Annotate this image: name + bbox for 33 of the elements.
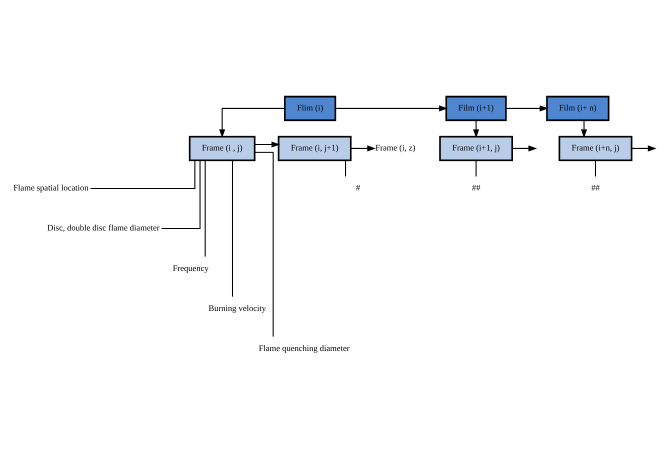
node-box: Film (i+1)	[445, 96, 507, 122]
node-box: Film (i+ n)	[546, 96, 610, 122]
connector	[345, 160, 346, 176]
arrow	[219, 108, 285, 138]
arrow	[350, 145, 376, 152]
node-text: Flame spatial location	[13, 182, 89, 193]
connector	[162, 160, 201, 230]
arrow	[632, 145, 656, 152]
connector	[254, 152, 274, 337]
node-box: Frame (i+1, j)	[439, 136, 513, 162]
node-text: Flame quenching diameter	[258, 342, 350, 353]
arrow	[473, 120, 480, 138]
arrow	[254, 141, 280, 148]
connector	[594, 160, 596, 176]
connector	[232, 160, 234, 297]
node-text: #	[356, 182, 360, 193]
node-text: Frequency	[172, 262, 209, 273]
arrow	[335, 105, 448, 112]
node-text: Frame (i, z)	[375, 142, 416, 153]
node-box: Frame (i , j)	[188, 136, 256, 162]
arrow	[506, 105, 548, 112]
connector	[204, 160, 206, 257]
node-box: Frame (i+n, j)	[558, 136, 632, 162]
node-box: Frame (i, j+1)	[278, 136, 352, 162]
connector	[90, 160, 196, 189]
connector	[476, 160, 477, 176]
node-text: Disc, double disc flame diameter	[47, 222, 160, 233]
node-box: Flim (i)	[284, 96, 336, 122]
arrow	[580, 120, 588, 138]
arrow	[512, 145, 538, 152]
node-text: Burning velocity	[208, 302, 266, 313]
node-text: ##	[591, 182, 600, 193]
node-text: ##	[472, 182, 480, 193]
